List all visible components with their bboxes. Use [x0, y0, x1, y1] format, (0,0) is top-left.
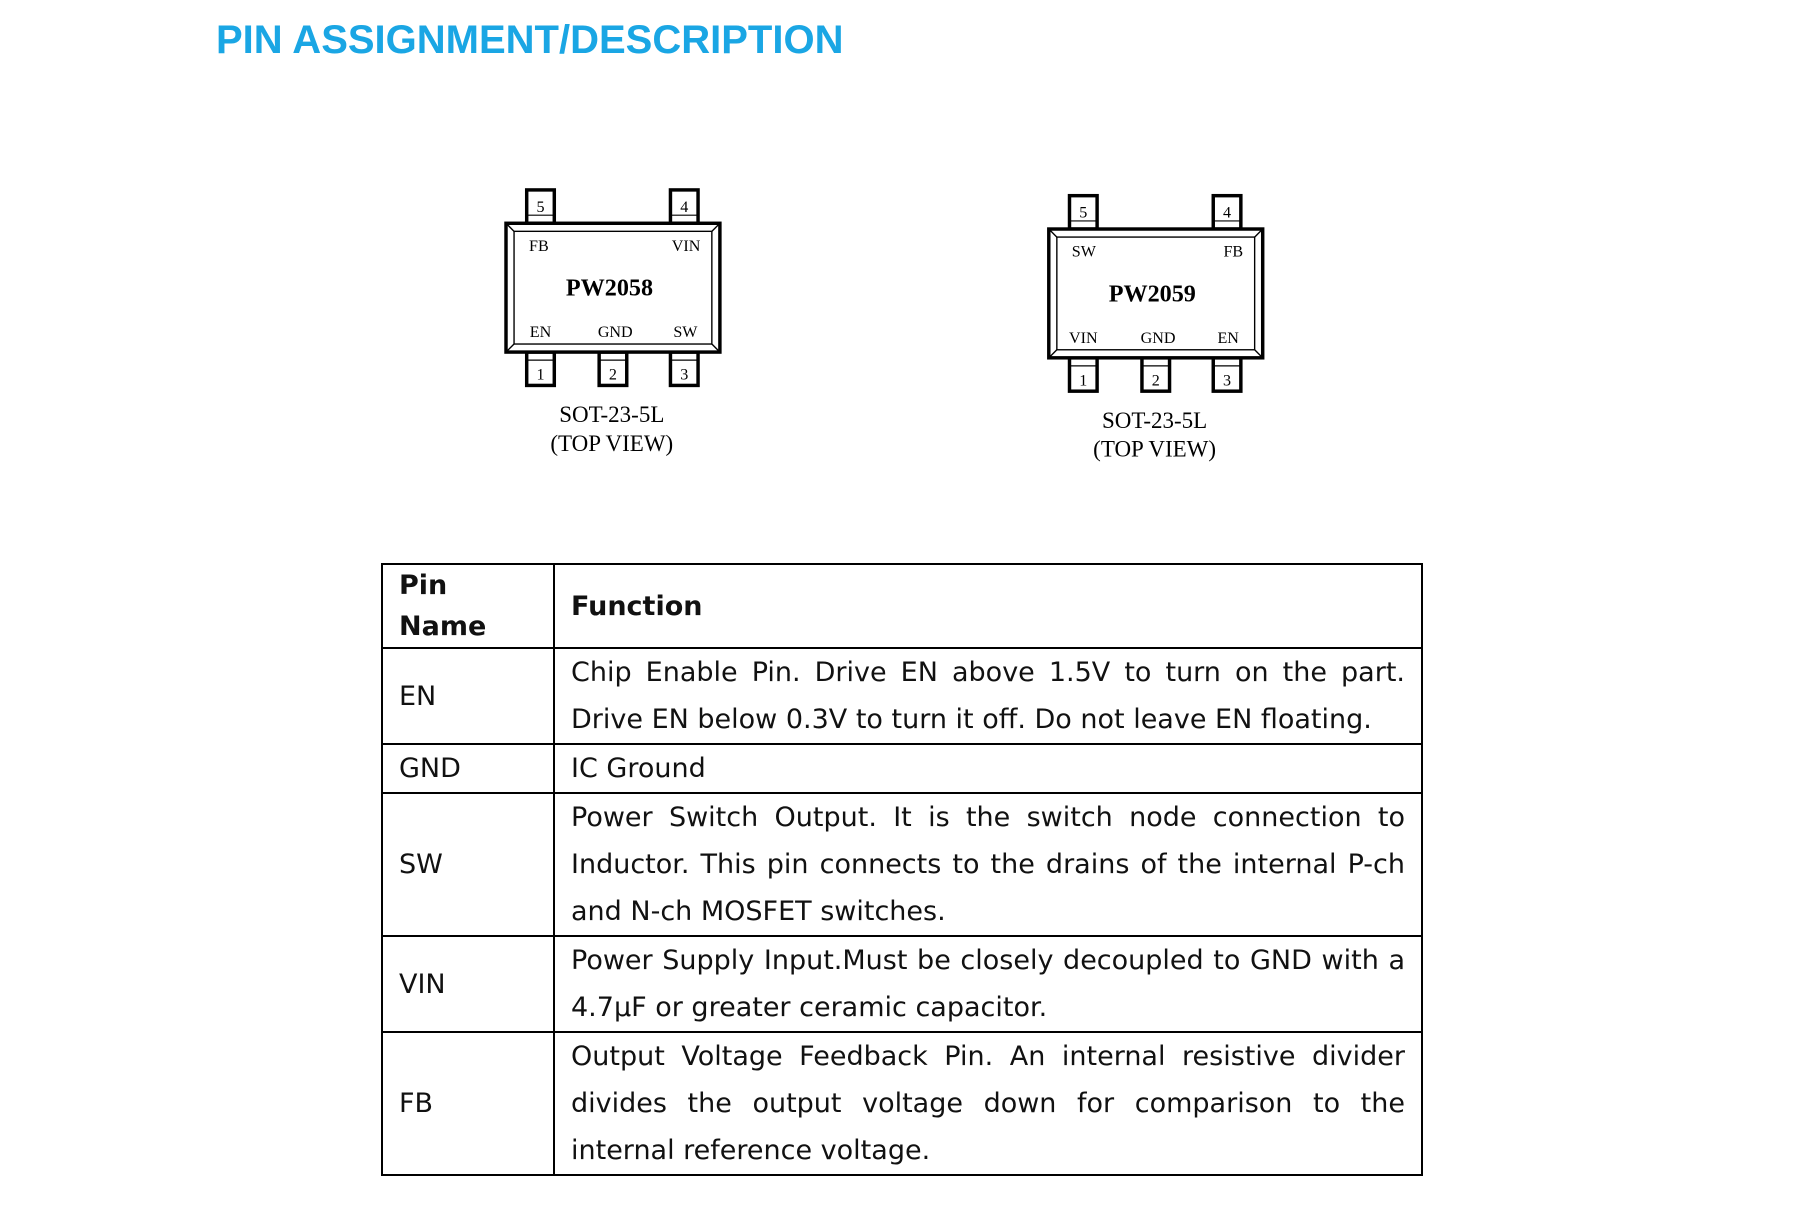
pin-number: 1: [1079, 372, 1087, 389]
pin-number: 5: [1079, 205, 1087, 222]
bevel-line: [1048, 228, 1058, 238]
part-number: PW2058: [566, 275, 653, 302]
pin-name: GND: [381, 743, 555, 794]
package-body: [504, 221, 722, 354]
package-body: [1047, 227, 1265, 360]
section-title: PIN ASSIGNMENT/DESCRIPTION: [216, 18, 844, 62]
header-function: Function: [553, 563, 1423, 649]
pin-function: Chip Enable Pin. Drive EN above 1.5V to …: [553, 647, 1423, 745]
pin-lead: [597, 350, 629, 388]
pin-number: 2: [609, 367, 617, 384]
package-inner-outline: [513, 230, 713, 345]
pin-function: Power Switch Output. It is the switch no…: [553, 792, 1423, 937]
pin-label: FB: [529, 238, 549, 255]
pin-label: SW: [673, 324, 698, 341]
pin-label: VIN: [672, 238, 701, 255]
bevel-line: [711, 222, 721, 232]
pin-name: VIN: [381, 935, 555, 1033]
bevel-line: [505, 343, 515, 353]
bevel-line: [1048, 349, 1058, 359]
pin-lead: [1067, 356, 1099, 393]
bevel-line: [711, 343, 721, 353]
pin-lead: [1067, 193, 1099, 231]
part-number: PW2059: [1109, 280, 1196, 307]
bevel-line: [1254, 228, 1264, 238]
header-pin-name: Pin Name: [381, 563, 555, 649]
bevel-line: [1254, 349, 1264, 359]
pin-lead: [1211, 356, 1243, 393]
pin-name: SW: [381, 792, 555, 937]
pin-name: EN: [381, 647, 555, 745]
pin-label: GND: [598, 324, 633, 341]
pin-number: 3: [1223, 372, 1231, 389]
bevel-line: [505, 222, 515, 232]
pin-number: 5: [536, 199, 544, 216]
pin-name: FB: [381, 1031, 555, 1176]
pin-function: Output Voltage Feedback Pin. An internal…: [553, 1031, 1423, 1176]
pin-label: FB: [1223, 244, 1243, 261]
package-inner-outline: [1056, 236, 1256, 351]
view-caption: (TOP VIEW): [1093, 437, 1216, 462]
package-name: SOT-23-5L: [1102, 408, 1207, 433]
table-header-row: Pin Name Function: [381, 563, 1423, 649]
pin-label: GND: [1141, 330, 1176, 347]
pin-number: 4: [1223, 205, 1231, 222]
pin-label: VIN: [1069, 330, 1098, 347]
pin-function: IC Ground: [553, 743, 1423, 794]
pin-number: 3: [680, 367, 688, 384]
pin-label: EN: [530, 324, 552, 341]
package-name: SOT-23-5L: [559, 402, 664, 427]
pin-number: 4: [680, 199, 688, 216]
pin-label: SW: [1072, 244, 1097, 261]
view-caption: (TOP VIEW): [550, 431, 673, 456]
pin-function: Power Supply Input.Must be closely decou…: [553, 935, 1423, 1033]
pin-label: EN: [1217, 330, 1239, 347]
pin-number: 2: [1152, 372, 1160, 389]
pin-lead: [524, 188, 557, 225]
pin-number: 1: [536, 367, 544, 384]
